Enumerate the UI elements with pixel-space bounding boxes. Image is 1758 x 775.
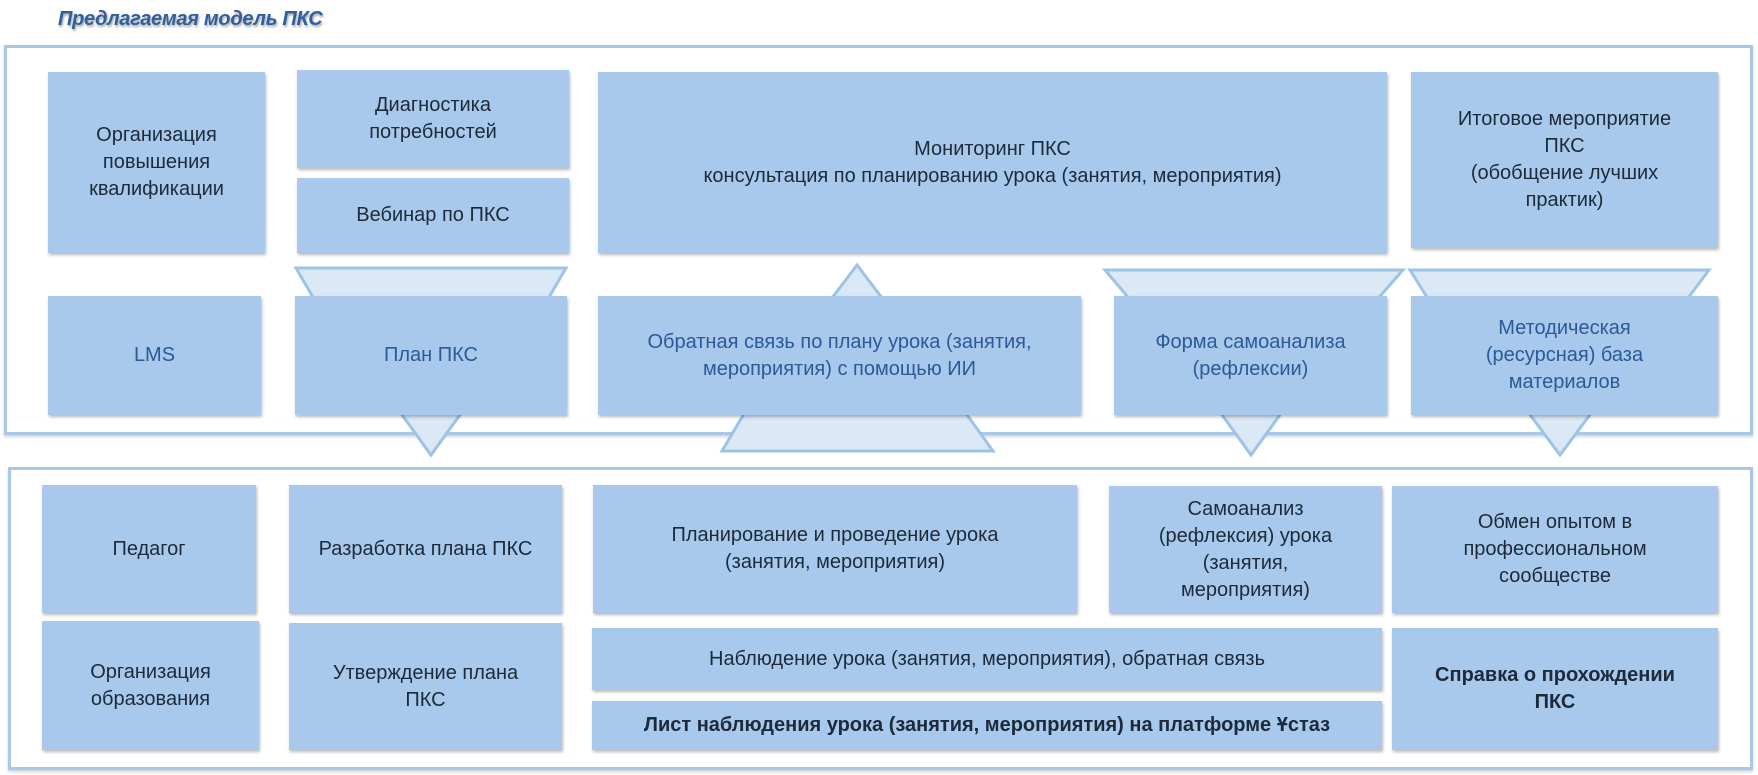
box-self-analysis: Самоанализ (рефлексия) урока (занятия, м… bbox=[1109, 486, 1382, 613]
box-methodical-base: Методическая (ресурсная) база материалов bbox=[1411, 296, 1718, 415]
box-final-event: Итоговое мероприятие ПКС (обобщение лучш… bbox=[1411, 72, 1718, 248]
box-certificate: Справка о прохождении ПКС bbox=[1392, 628, 1718, 750]
box-observation: Наблюдение урока (занятия, мероприятия),… bbox=[592, 628, 1382, 690]
box-lms: LMS bbox=[48, 296, 261, 415]
box-plan-approval: Утверждение плана ПКС bbox=[289, 623, 562, 750]
arrow-down-icon bbox=[1217, 410, 1285, 458]
box-diagnostics: Диагностика потребностей bbox=[297, 70, 569, 168]
box-teacher: Педагог bbox=[42, 485, 256, 613]
diagram-title: Предлагаемая модель ПКС bbox=[58, 8, 323, 30]
box-self-analysis-form: Форма самоанализа (рефлексии) bbox=[1114, 296, 1387, 415]
box-webinar: Вебинар по ПКС bbox=[297, 178, 569, 253]
arrow-up-icon bbox=[828, 262, 886, 300]
box-monitoring: Мониторинг ПКС консультация по планирова… bbox=[598, 72, 1387, 253]
box-lesson-planning: Планирование и проведение урока (занятия… bbox=[593, 485, 1077, 613]
box-ai-feedback: Обратная связь по плану урока (занятия, … bbox=[598, 296, 1081, 415]
arrow-down-icon bbox=[397, 410, 465, 458]
box-experience-exchange: Обмен опытом в профессиональном сообщест… bbox=[1392, 486, 1718, 613]
box-plan: План ПКС bbox=[295, 296, 567, 415]
box-observation-sheet: Лист наблюдения урока (занятия, мероприя… bbox=[592, 701, 1382, 750]
box-plan-development: Разработка плана ПКС bbox=[289, 485, 562, 613]
box-org-qualification: Организация повышения квалификации bbox=[48, 72, 265, 253]
arrow-up-icon bbox=[719, 410, 996, 453]
arrow-down-icon bbox=[1525, 410, 1595, 458]
box-edu-organization: Организация образования bbox=[42, 621, 259, 750]
